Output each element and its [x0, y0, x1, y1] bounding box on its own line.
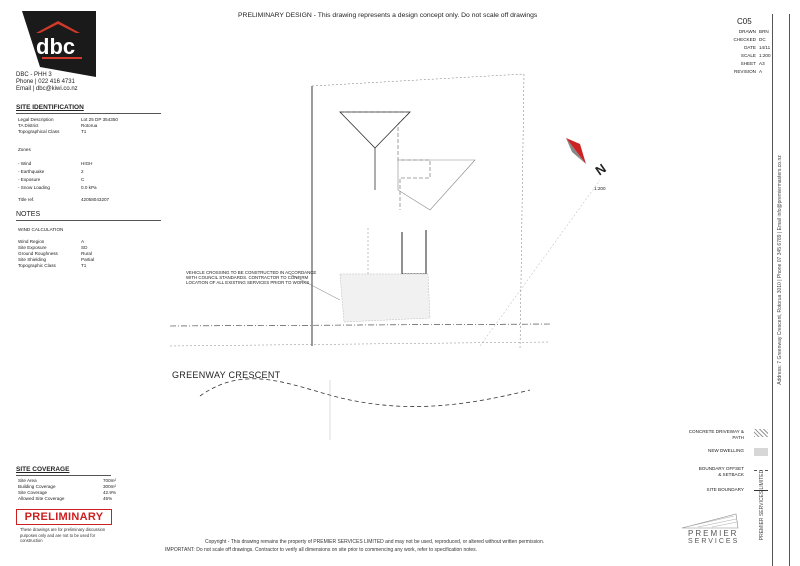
legend-swatch-dash — [754, 470, 768, 471]
client-name: DBC - PHH 3 — [16, 72, 52, 78]
site-plan — [130, 60, 670, 510]
vertical-contact-strip: Address: 7 Greenway Crescent, Rotorua 30… — [777, 155, 783, 385]
company-logo: dbc — [22, 11, 96, 77]
legend-item: BOUNDARY OFFSET & SETBACK — [698, 466, 744, 477]
legend-item: SITE BOUNDARY — [706, 487, 744, 492]
footer-important: IMPORTANT: Do not scale off drawings. Co… — [165, 547, 478, 553]
footer-copyright: Copyright - This drawing remains the pro… — [205, 539, 545, 545]
brand-line-2: SERVICES — [688, 538, 740, 545]
site-plan-svg — [169, 73, 601, 440]
notes-intro: WIND CALCULATION — [18, 227, 64, 232]
vertical-company-strip: PREMIER SERVICES LIMITED — [759, 469, 765, 541]
legend-swatch-line — [754, 490, 768, 491]
brand-line-1: PREMIER — [688, 529, 739, 538]
legend-item: NEW DWELLING — [708, 448, 744, 453]
logo-text: dbc — [36, 34, 75, 59]
title-ref-row: Title ref.42058043207 — [18, 197, 110, 202]
preliminary-design-note: PRELIMINARY DESIGN - This drawing repres… — [238, 12, 538, 19]
zones-label: Zones — [18, 147, 31, 152]
plan-scale-label: 1:200 — [594, 186, 606, 191]
preliminary-stamp: PRELIMINARY — [16, 509, 112, 525]
crossing-annotation: VEHICLE CROSSING TO BE CONSTRUCTED IN AC… — [186, 270, 317, 286]
street-name: GREENWAY CRESCENT — [172, 370, 281, 380]
preliminary-text: These drawings are for preliminary discu… — [20, 527, 106, 543]
legend-item: CONCRETE DRIVEWAY & PATH — [688, 429, 744, 440]
legend-swatch-grey — [754, 448, 768, 456]
sheet-number: C05 — [737, 17, 752, 26]
preliminary-label: PRELIMINARY — [24, 511, 104, 523]
legend-swatch-hatch — [754, 429, 768, 437]
premier-logo — [676, 510, 746, 553]
notes-heading: NOTES — [16, 211, 41, 218]
site-identification-heading: SITE IDENTIFICATION — [16, 104, 84, 111]
client-email: Email | dbc@kiwi.co.nz — [16, 86, 78, 92]
client-phone: Phone | 022 416 4731 — [16, 79, 75, 85]
site-coverage-heading: SITE COVERAGE — [16, 466, 70, 473]
